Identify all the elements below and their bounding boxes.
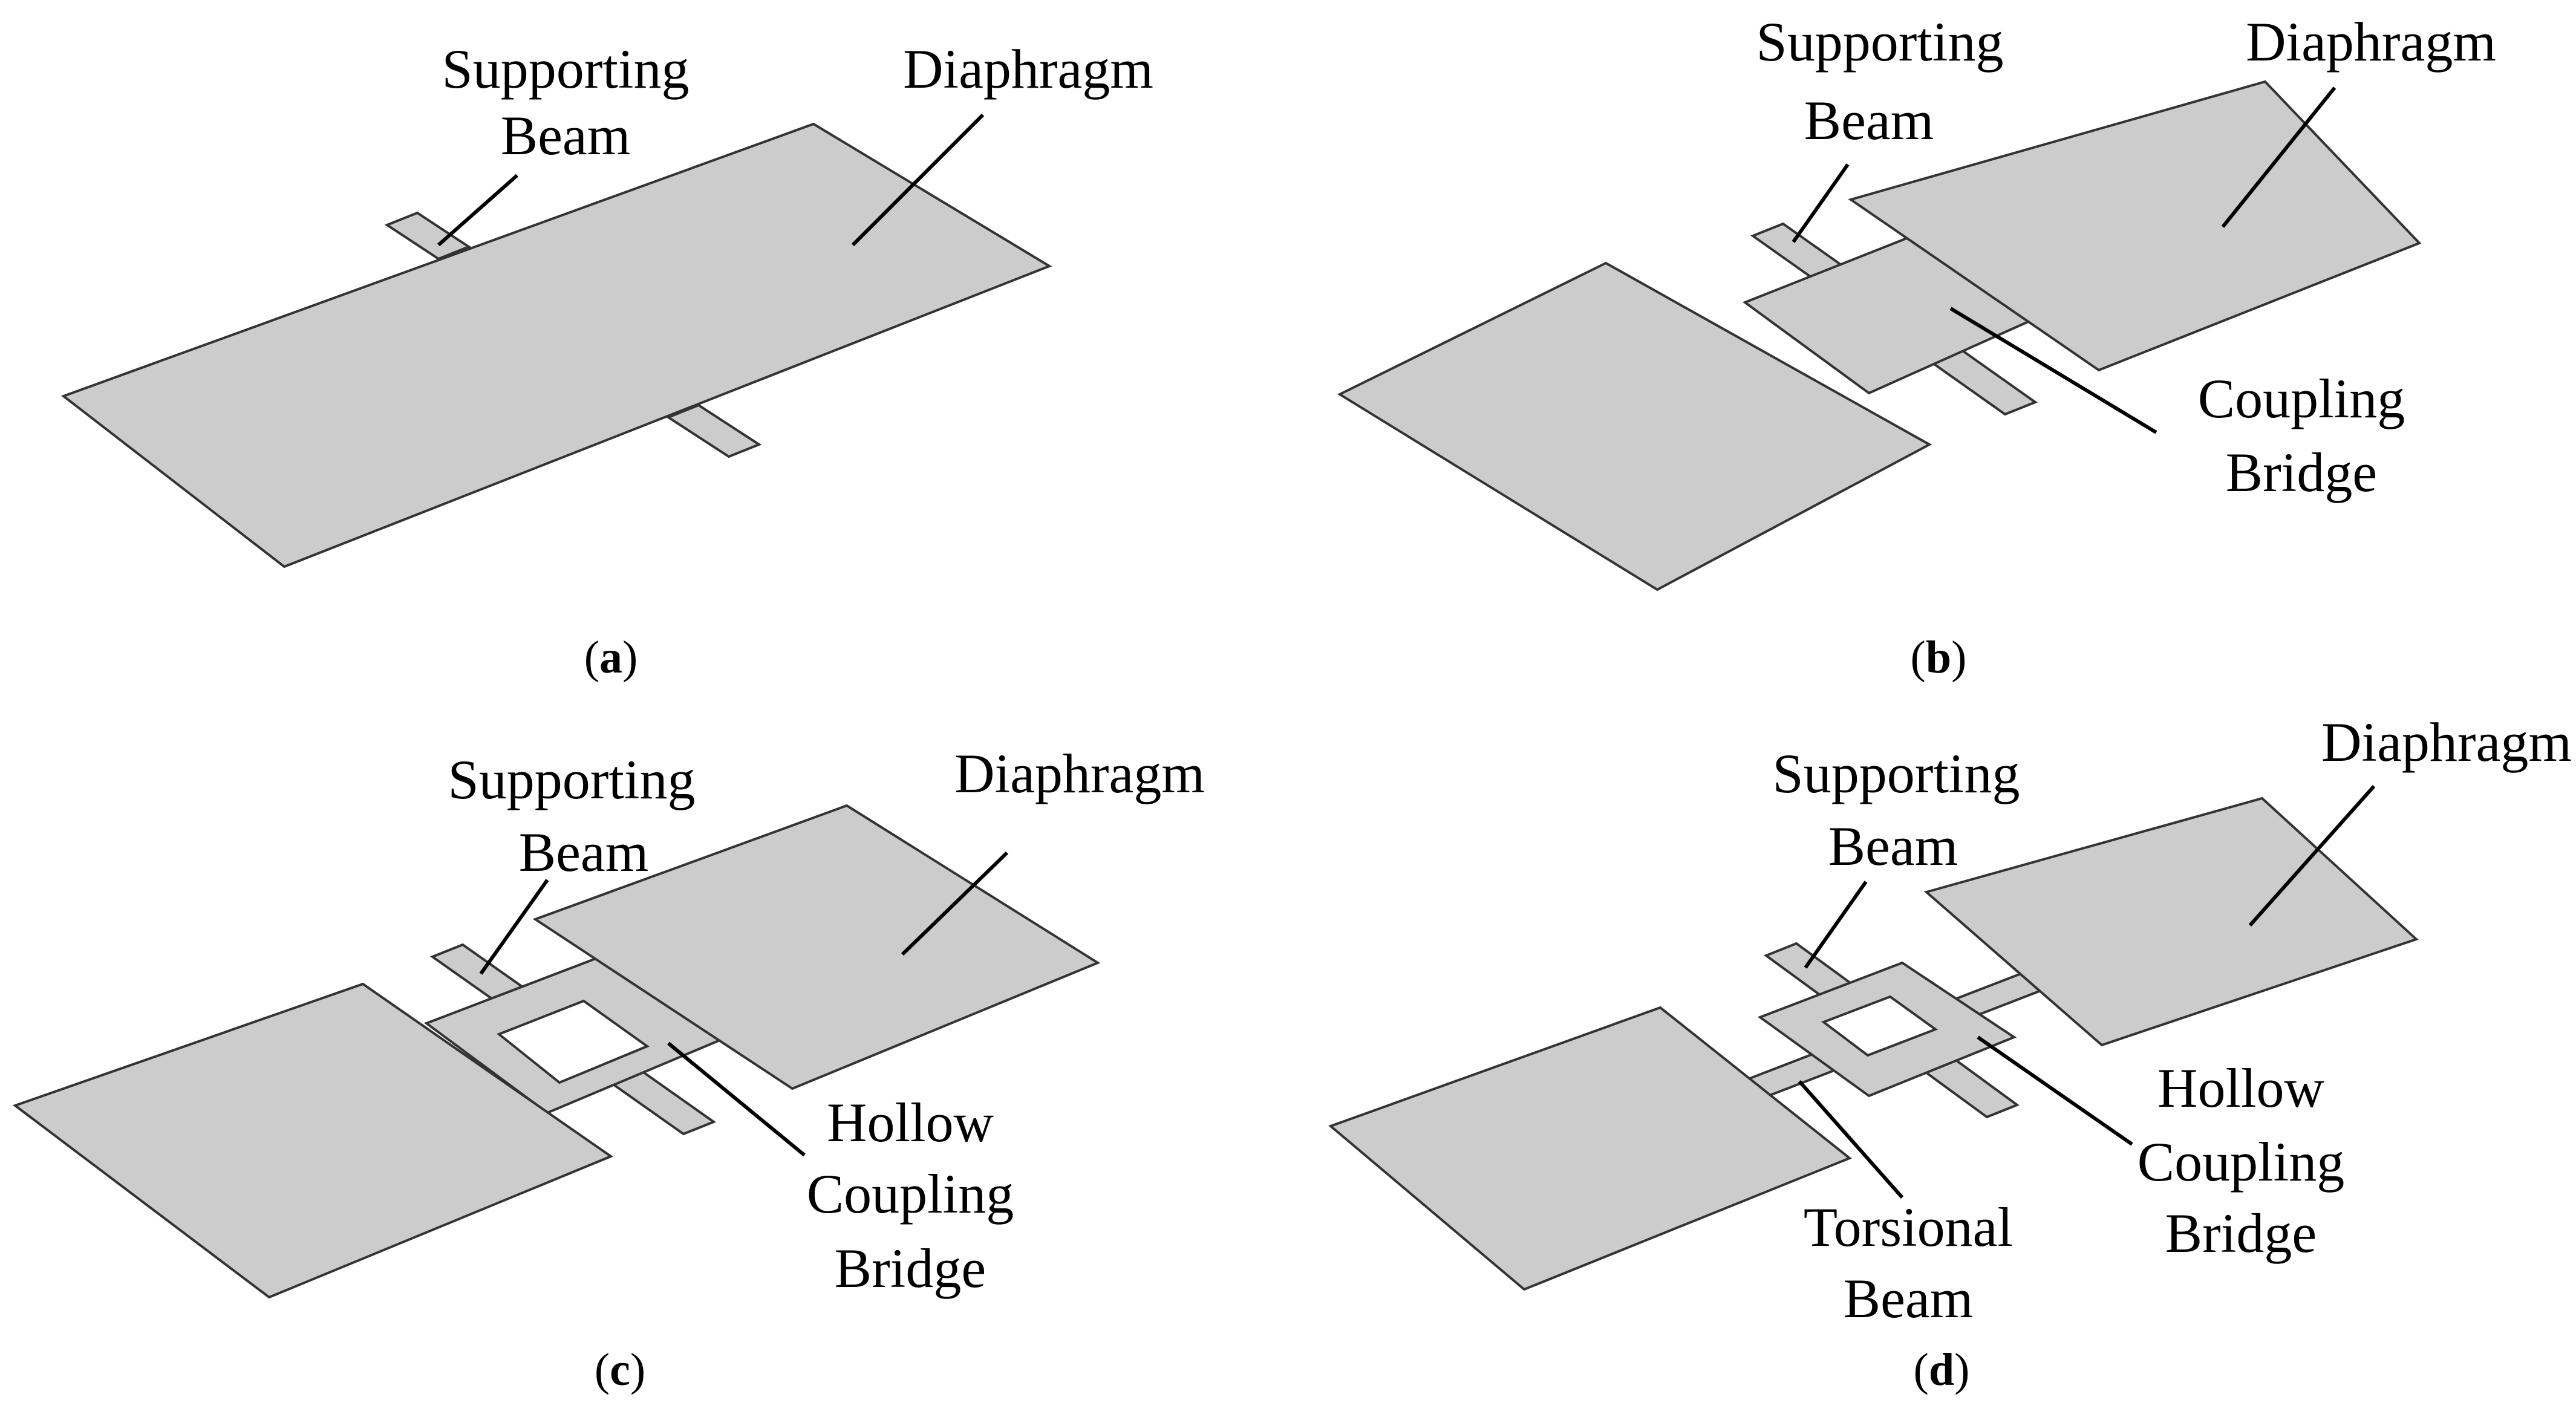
panel-a-supporting-beam-bottom: [665, 403, 762, 458]
panel-d-leader-torsional-beam: [1798, 1080, 1904, 1199]
panel-c-label-hollow-coupling-bridge-line1: Hollow: [827, 1092, 994, 1153]
panel-d-leader-supporting-beam: [1804, 881, 1868, 969]
panel-c-caption: (c): [595, 1344, 645, 1395]
panel-d-label-hollow-coupling-bridge-line3: Bridge: [2165, 1202, 2317, 1264]
panel-b-label-supporting-beam-line1: Supporting: [1756, 11, 2004, 73]
panel-b-diaphragm-left: [1337, 261, 1932, 591]
panel-c-diaphragm-left: [12, 982, 614, 1299]
panel-d-caption: (d): [1914, 1344, 1970, 1395]
panel-b-leader-diaphragm: [2221, 86, 2336, 228]
panel-a-diaphragm: [60, 122, 1052, 568]
panel-a-label-supporting-beam-line2: Beam: [501, 105, 631, 166]
panel-b-label-coupling-bridge-line1: Coupling: [2198, 368, 2405, 429]
panel-c-caption-letter: c: [610, 1344, 630, 1395]
panel-d-leader-hollow-coupling-bridge: [1977, 1035, 2133, 1146]
panel-d-label-supporting-beam-line1: Supporting: [1773, 743, 2020, 804]
panel-d-caption-letter: d: [1929, 1344, 1954, 1395]
panel-a: Supporting Beam Diaphragm (a): [60, 38, 1153, 683]
panel-d-diaphragm-left: [1328, 1006, 1852, 1291]
panel-c-leader-supporting-beam: [479, 879, 549, 975]
panel-a-caption: (a): [584, 632, 638, 683]
panel-d-bridge-hole: [1821, 995, 1939, 1057]
panel-d: Supporting Beam Diaphragm Hollow Couplin…: [1328, 711, 2572, 1395]
panel-b-leader-coupling-bridge: [1949, 307, 2157, 434]
panel-d-diaphragm-right: [1923, 796, 2419, 1047]
panel-b-label-coupling-bridge-line2: Bridge: [2226, 441, 2377, 503]
panel-b-caption-letter: b: [1926, 632, 1951, 683]
panel-b-label-supporting-beam-line2: Beam: [1804, 90, 1934, 151]
panel-a-leader-diaphragm: [851, 113, 985, 247]
panel-d-label-torsional-beam-line2: Beam: [1844, 1268, 1974, 1329]
panel-c-label-supporting-beam-line1: Supporting: [448, 749, 696, 810]
panel-c-diaphragm-right: [532, 804, 1101, 1090]
panel-c-label-hollow-coupling-bridge-line3: Bridge: [835, 1237, 986, 1299]
panel-c-label-diaphragm: Diaphragm: [954, 743, 1205, 804]
panel-a-supporting-beam-top: [384, 211, 472, 261]
panel-b-label-diaphragm: Diaphragm: [2246, 11, 2496, 73]
panel-d-label-torsional-beam-line1: Torsional: [1804, 1196, 2013, 1258]
panel-b-leader-supporting-beam: [1792, 163, 1850, 243]
panel-c-label-supporting-beam-line2: Beam: [519, 821, 649, 883]
panel-a-label-diaphragm: Diaphragm: [903, 38, 1153, 100]
panel-b: Supporting Beam Diaphragm Coupling Bridg…: [1337, 11, 2496, 683]
panel-d-label-diaphragm: Diaphragm: [2321, 711, 2572, 773]
panel-c-bridge-hole: [497, 999, 650, 1084]
panel-c-leader-hollow-coupling-bridge: [667, 1041, 806, 1157]
panel-c-leader-diaphragm: [901, 851, 1009, 956]
panel-d-label-hollow-coupling-bridge-line1: Hollow: [2157, 1057, 2325, 1119]
panel-a-caption-letter: a: [599, 632, 622, 683]
panel-b-diaphragm-right: [1848, 80, 2422, 372]
panel-c: Supporting Beam Diaphragm Hollow Couplin…: [12, 743, 1205, 1395]
panel-b-caption: (b): [1911, 632, 1967, 683]
panel-d-label-supporting-beam-line2: Beam: [1828, 815, 1958, 877]
panel-d-leader-diaphragm: [2248, 785, 2376, 927]
panel-d-label-hollow-coupling-bridge-line2: Coupling: [2137, 1131, 2344, 1193]
panel-c-label-hollow-coupling-bridge-line2: Coupling: [807, 1163, 1014, 1225]
panel-a-label-supporting-beam-line1: Supporting: [442, 38, 690, 100]
panel-a-leader-supporting-beam: [437, 174, 518, 247]
